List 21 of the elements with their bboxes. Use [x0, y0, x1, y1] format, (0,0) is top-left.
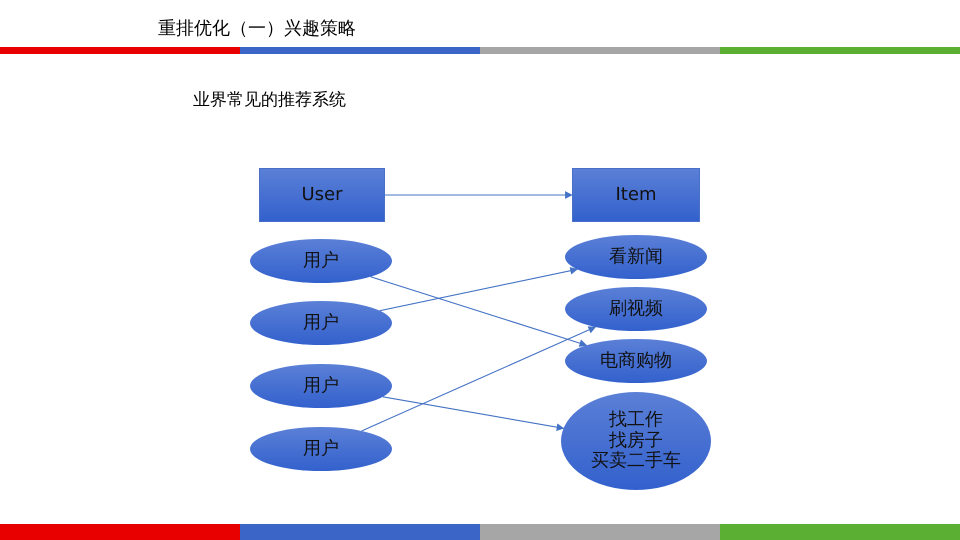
- node-label: 买卖二手车: [591, 451, 681, 472]
- node-label: 找房子: [609, 430, 663, 451]
- arrow: [370, 276, 588, 347]
- node-label: 刷视频: [609, 298, 663, 320]
- arrow: [385, 191, 573, 199]
- slide-title: 重排优化（一）兴趣策略: [158, 17, 356, 40]
- arrow: [382, 396, 564, 431]
- node-label: 用户: [303, 438, 339, 460]
- node-label: 用户: [303, 250, 339, 272]
- node-label: 用户: [303, 312, 339, 334]
- node-label: 用户: [303, 376, 339, 396]
- arrow: [361, 326, 596, 432]
- node-label: User: [301, 184, 343, 206]
- arrow: [380, 266, 578, 312]
- node-label: Item: [616, 184, 656, 206]
- process-box: [572, 168, 700, 222]
- process-box: [259, 168, 385, 222]
- subtitle: 业界常见的推荐系统: [193, 89, 346, 111]
- node-label: 看新闻: [609, 246, 663, 268]
- node-label: 找工作: [609, 410, 663, 430]
- node-label: 电商购物: [600, 350, 672, 372]
